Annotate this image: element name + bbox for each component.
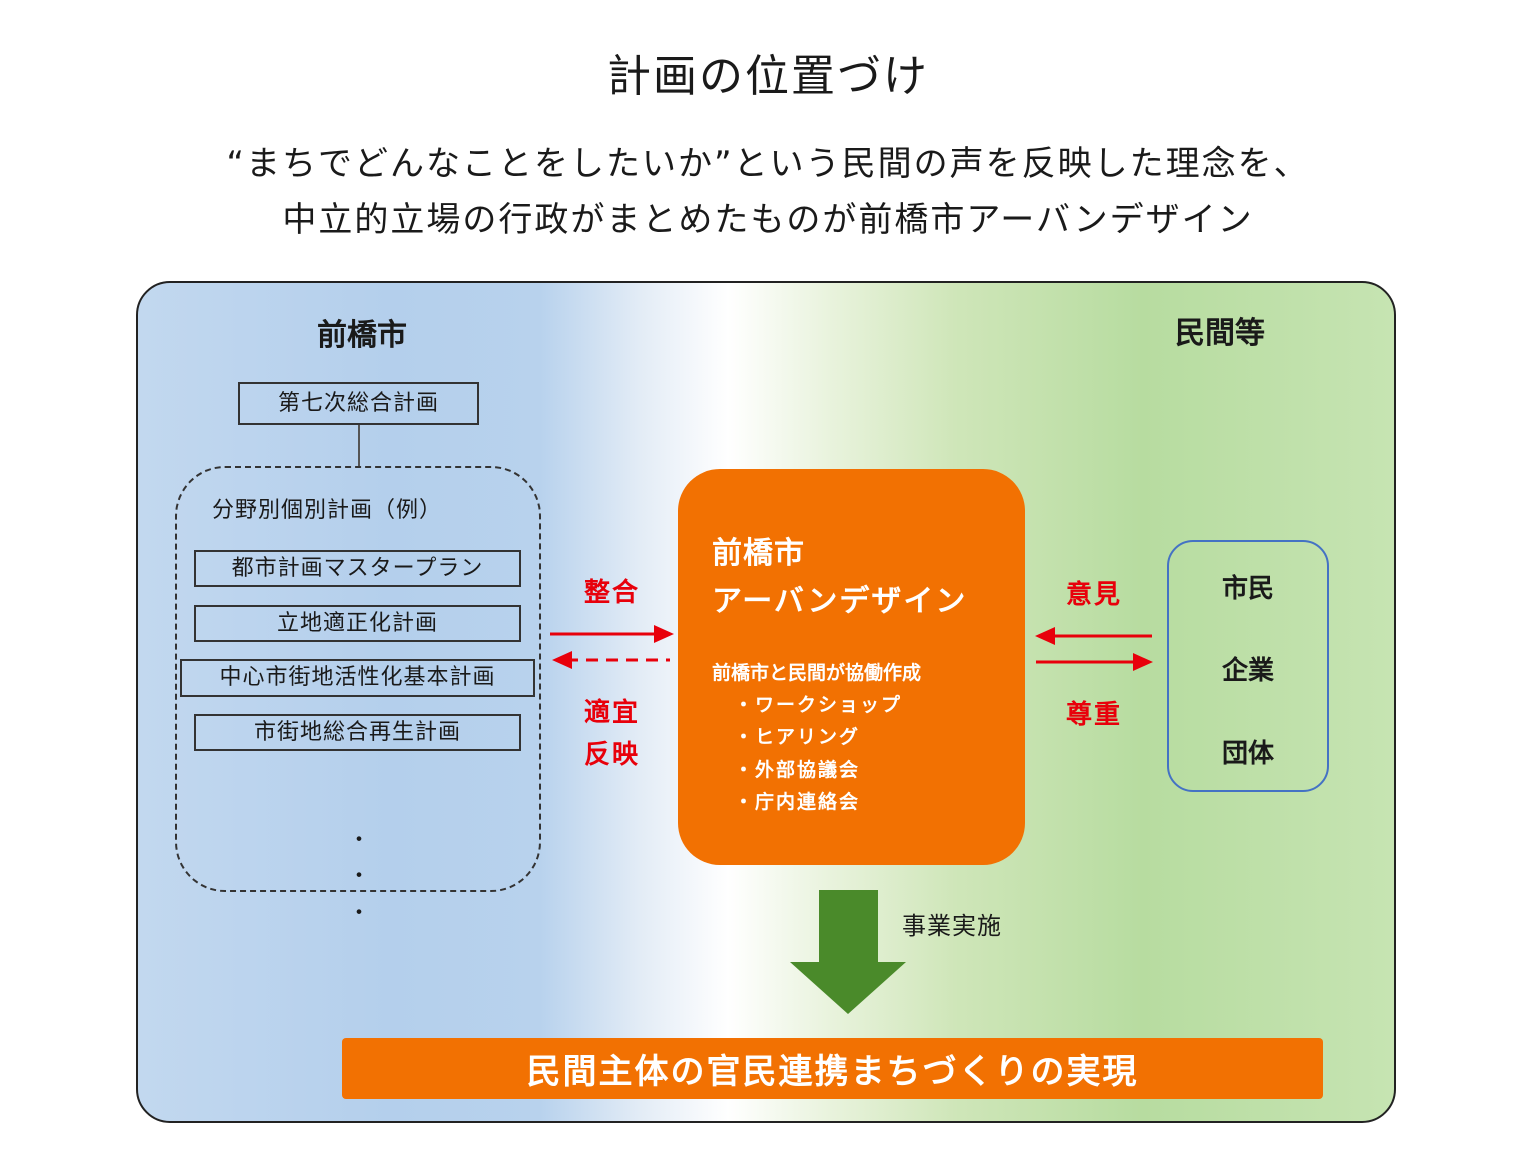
private-sector-box (1167, 540, 1329, 792)
urban-design-item: ・外部協議会 (734, 759, 861, 781)
arrowhead-right-icon (1133, 653, 1153, 671)
plan-box-4: 市街地総合再生計画 (194, 714, 521, 751)
urban-design-box (678, 469, 1025, 865)
urban-design-item: ・庁内連絡会 (734, 791, 861, 813)
urban-design-title-1: 前橋市 (712, 536, 805, 571)
bidirectional-arrows-right (1035, 627, 1153, 671)
align-label: 整合 (584, 578, 641, 608)
respect-label: 尊重 (1066, 700, 1123, 730)
right-heading: 民間等 (1175, 316, 1265, 351)
urban-design-item: ・ヒアリング (734, 726, 861, 748)
outcome-bar: 民間主体の官民連携まちづくりの実現 (342, 1038, 1323, 1099)
plan-box-2: 立地適正化計画 (194, 605, 521, 642)
opinion-label: 意見 (1066, 580, 1123, 610)
plan-box-1: 都市計画マスタープラン (194, 550, 521, 587)
arrowhead-left-icon (552, 651, 572, 669)
arrowhead-left-icon (1035, 627, 1055, 645)
bidirectional-arrows-left (550, 625, 674, 669)
subtitle-line-1: “まちでどんなことをしたいか”という民間の声を反映した理念を、 (226, 144, 1310, 184)
urban-design-desc: 前橋市と民間が協働作成 (712, 662, 922, 684)
reflect-label-1: 適宜 (584, 698, 641, 728)
citizens-label: 市民 (1221, 574, 1274, 604)
connector-line (358, 425, 360, 466)
companies-label: 企業 (1221, 656, 1274, 686)
reflect-label-2: 反映 (584, 740, 641, 770)
implementation-label: 事業実施 (902, 912, 1002, 940)
urban-design-item: ・ワークショップ (734, 694, 903, 716)
ellipsis-dot-2: ・ (348, 864, 371, 889)
subtitle-line-2: 中立的立場の行政がまとめたものが前橋市アーバンデザイン (282, 200, 1254, 240)
sector-plans-group (175, 466, 541, 892)
plan-box-3: 中心市街地活性化基本計画 (180, 659, 535, 697)
left-heading: 前橋市 (317, 318, 407, 353)
urban-design-title-2: アーバンデザイン (712, 584, 968, 619)
down-arrow-icon (790, 890, 906, 1014)
arrowhead-right-icon (654, 625, 674, 643)
ellipsis-dot-3: ・ (348, 901, 371, 926)
sector-plans-label: 分野別個別計画（例） (212, 498, 443, 523)
page-title: 計画の位置づけ (607, 51, 929, 102)
top-plan-box: 第七次総合計画 (238, 382, 479, 425)
outcome-label: 民間主体の官民連携まちづくりの実現 (526, 1052, 1139, 1092)
ellipsis-dot-1: ・ (348, 828, 371, 853)
groups-label: 団体 (1221, 739, 1274, 769)
